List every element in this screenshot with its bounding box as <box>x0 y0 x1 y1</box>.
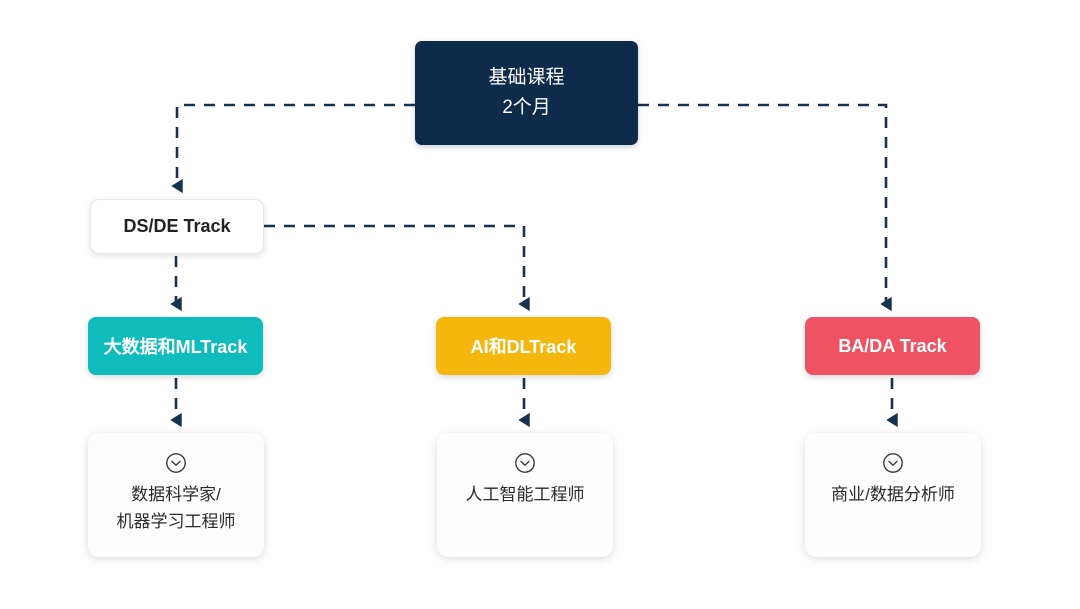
outcome-ai-engineer-text: 人工智能工程师 <box>458 481 593 508</box>
outcome-data-scientist-text: 数据科学家/ 机器学习工程师 <box>109 481 244 535</box>
node-foundation-course[interactable]: 基础课程 2个月 <box>415 41 638 145</box>
chevron-down-circle-icon <box>881 451 905 475</box>
node-ai-dl-track[interactable]: AI和DLTrack <box>436 317 611 375</box>
chevron-down-circle-icon <box>164 451 188 475</box>
ai-dl-track-label: AI和DLTrack <box>470 337 577 357</box>
ba-da-track-label: BA/DA Track <box>838 335 947 356</box>
node-outcome-ai-engineer[interactable]: 人工智能工程师 <box>437 433 613 557</box>
edge-foundation-to-bada <box>638 103 892 312</box>
outcome-business-data-analyst-text: 商业/数据分析师 <box>823 481 963 508</box>
ds-de-track-label: DS/DE Track <box>123 216 231 236</box>
outcome-line-1: 人工智能工程师 <box>465 485 585 504</box>
outcome-line-2: 机器学习工程师 <box>116 512 236 531</box>
node-ba-da-track[interactable]: BA/DA Track <box>805 317 980 375</box>
edge-foundation-to-dsde <box>171 103 415 194</box>
node-big-data-ml-track[interactable]: 大数据和MLTrack <box>88 317 263 375</box>
node-outcome-business-data-analyst[interactable]: 商业/数据分析师 <box>805 433 981 557</box>
node-outcome-data-scientist[interactable]: 数据科学家/ 机器学习工程师 <box>88 433 264 557</box>
foundation-course-title: 基础课程 <box>488 67 565 88</box>
outcome-line-1: 商业/数据分析师 <box>831 485 955 504</box>
edge-dsde-to-aidl <box>264 224 530 312</box>
chevron-down-circle-icon <box>513 451 537 475</box>
foundation-course-duration: 2个月 <box>502 97 551 118</box>
big-data-ml-track-label: 大数据和MLTrack <box>103 337 248 357</box>
outcome-line-1: 数据科学家/ <box>131 485 221 504</box>
node-ds-de-track[interactable]: DS/DE Track <box>90 199 264 254</box>
